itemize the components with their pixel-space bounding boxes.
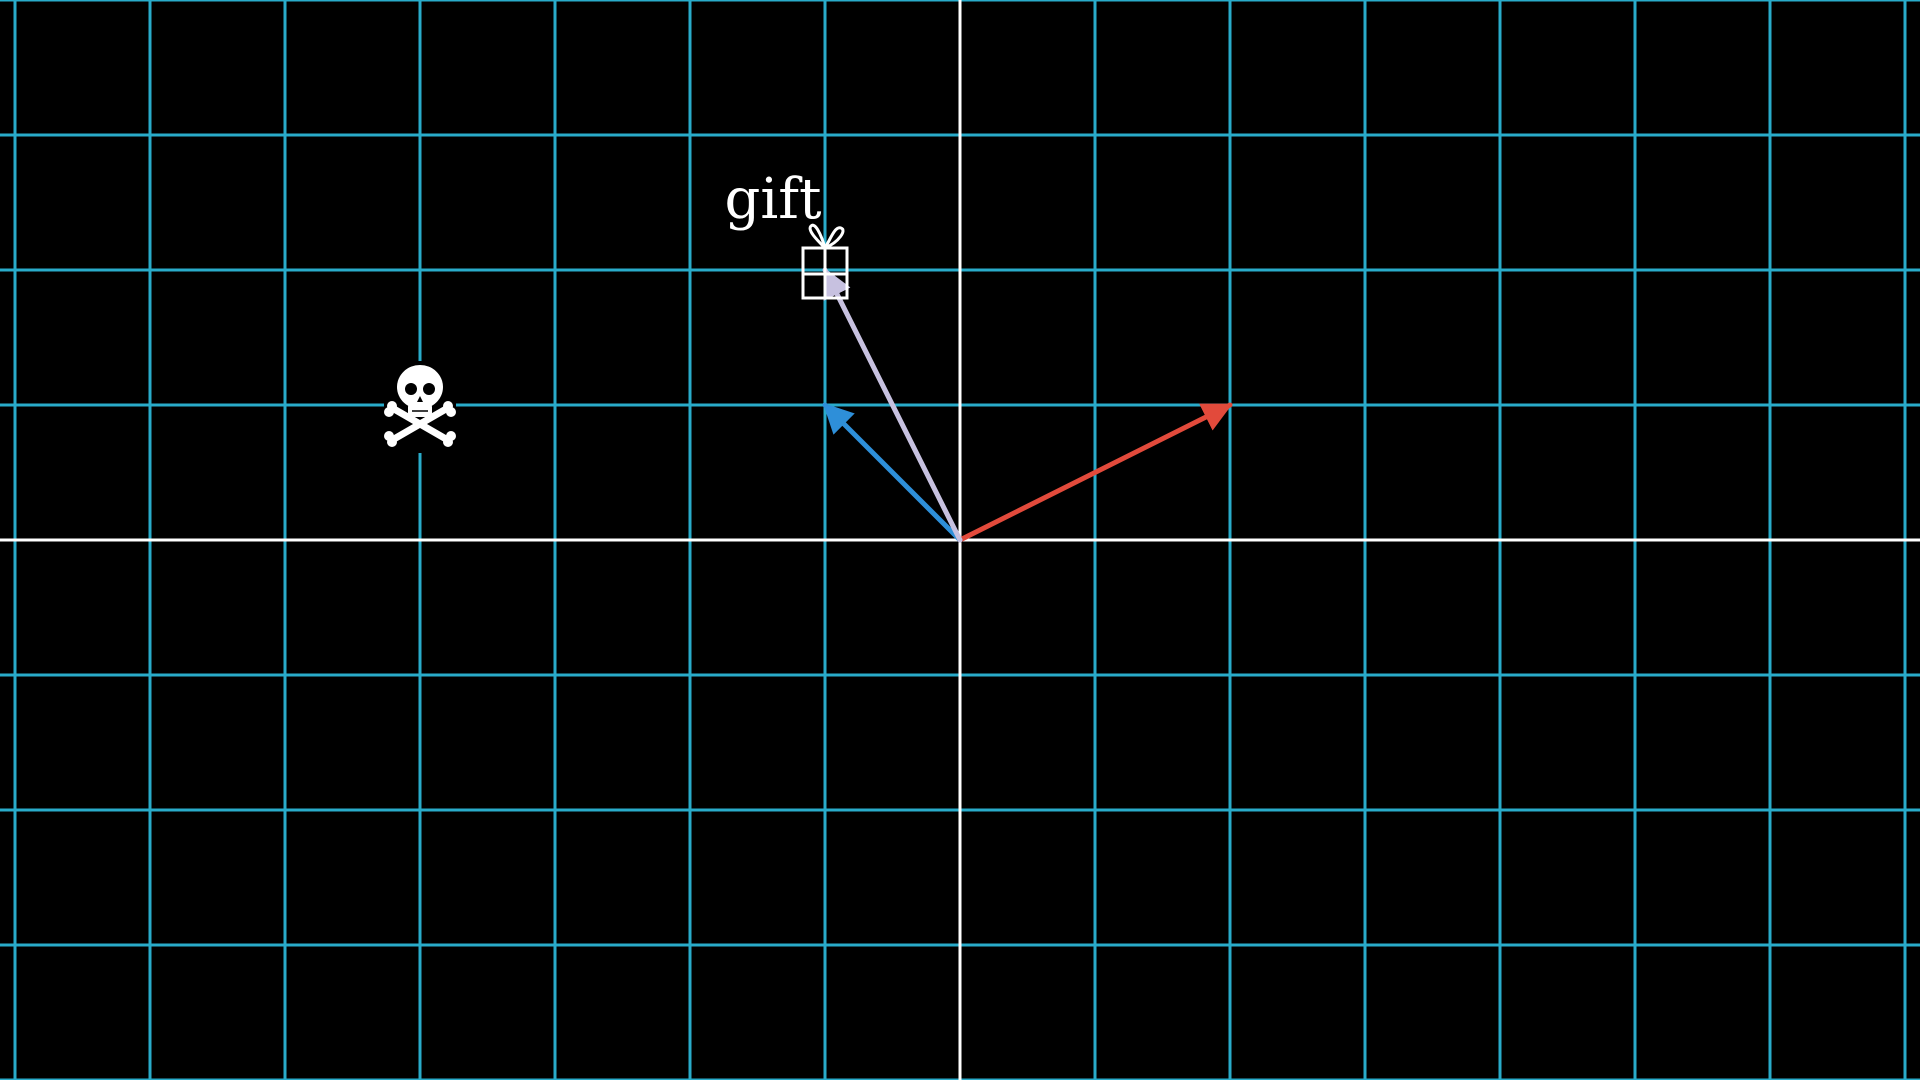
red-vector (957, 402, 1233, 543)
skull-jaw (408, 403, 432, 417)
vectors (822, 267, 1233, 543)
skull-eye-left (405, 383, 417, 395)
skull-crossbones-icon (384, 361, 456, 453)
gift-label: gift (725, 167, 822, 232)
bone-end (384, 407, 394, 417)
bone-end (446, 431, 456, 441)
gift-icon: gift (725, 167, 849, 300)
gift-bow-right (823, 226, 845, 250)
skull-eye-right (423, 383, 435, 395)
markers: gift (384, 167, 849, 453)
gift-bow-left (808, 223, 827, 250)
bone-end (446, 407, 456, 417)
skull-nose (417, 396, 423, 402)
bone-end (384, 431, 394, 441)
blue-vector (822, 402, 963, 543)
crossbone-2 (390, 405, 450, 443)
skull-cranium (397, 365, 443, 409)
lavender-vector (822, 267, 963, 543)
